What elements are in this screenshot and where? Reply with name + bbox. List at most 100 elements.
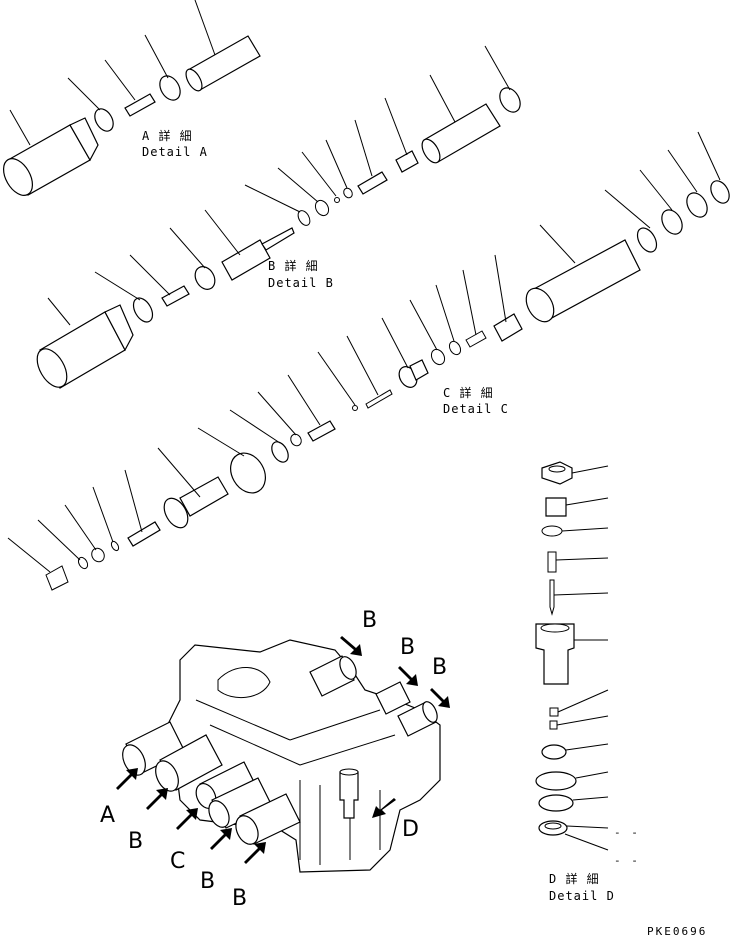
detail-c-collar [230, 452, 266, 494]
arrow-b-front-3 [244, 842, 266, 864]
detail-b-leader [429, 74, 456, 123]
detail-a-leader [67, 77, 101, 111]
detail-c-seal [110, 540, 120, 552]
detail-a-sleeve [185, 35, 261, 92]
detail-c-leader [667, 149, 698, 193]
detail-c-leader [409, 299, 438, 351]
detail-c-leader [37, 519, 81, 561]
drawing-code: PKE0696 [647, 925, 707, 938]
callout-d: D [402, 817, 419, 842]
detail-c-cap [290, 433, 302, 447]
detail-a-cap [2, 117, 99, 196]
detail-c-oring [271, 441, 289, 463]
detail-c-leader [92, 486, 114, 543]
detail-c-sleeve [493, 313, 523, 342]
dash-mark-1: - - [614, 826, 640, 839]
detail-c-leader [539, 224, 576, 264]
detail-c-leader [697, 131, 721, 181]
detail-d-spring [547, 551, 557, 573]
detail-b-leader [94, 271, 141, 301]
detail-a-oring [94, 108, 114, 132]
valve-cap-top-b1 [309, 655, 357, 697]
arrow-b-top-2 [398, 666, 418, 686]
arrow-b-front-1 [146, 788, 168, 810]
detail-c-oring-small [448, 340, 462, 356]
detail-b-leader [129, 254, 171, 296]
detail-c-pin [365, 389, 393, 409]
detail-d-backup-ring [538, 794, 574, 812]
detail-c-leader [317, 351, 356, 406]
detail-c-leader [64, 504, 97, 551]
detail-d-leader [572, 796, 609, 801]
detail-d-leader [575, 771, 609, 779]
detail-b-label-jp: B 詳 細 [268, 258, 319, 273]
detail-c-leader [604, 189, 651, 229]
detail-b-leader [301, 151, 337, 197]
detail-c-washer [77, 556, 89, 570]
detail-b-leader [277, 167, 319, 203]
detail-d-seat [549, 720, 558, 730]
detail-c-leader [157, 447, 201, 498]
detail-d-leader [571, 465, 609, 474]
detail-c-spring-3 [465, 330, 487, 348]
detail-c-leader [346, 335, 379, 396]
detail-c-leader [435, 284, 455, 342]
detail-c-leader [197, 427, 245, 457]
detail-d-leader [566, 825, 609, 829]
valve-cap-a [122, 721, 186, 776]
callout-b-front-3: B [232, 886, 247, 911]
dash-mark-2: - - [614, 854, 640, 867]
detail-b-cap [36, 304, 134, 389]
arrow-c [176, 808, 198, 830]
detail-c-oring-3 [710, 180, 730, 204]
detail-b-nut [194, 266, 216, 290]
detail-a-label-en: Detail A [142, 145, 208, 159]
detail-c-leader [639, 169, 673, 211]
detail-b-ball [334, 197, 340, 203]
detail-d-plug [549, 707, 559, 717]
detail-b-sleeve [421, 103, 501, 164]
detail-c-ball [352, 405, 358, 411]
detail-d-leader [561, 527, 609, 532]
detail-c-leader [494, 254, 507, 323]
detail-b-leader [384, 97, 408, 156]
callout-b-front-2: B [200, 869, 215, 894]
detail-b-leader [47, 297, 71, 326]
detail-b-leader [204, 209, 241, 256]
detail-c-leader [381, 317, 409, 369]
callout-b-top-3: B [432, 655, 447, 680]
arrow-a [116, 768, 138, 790]
callout-b-top-2: B [400, 635, 415, 660]
detail-c-oring-2 [661, 209, 683, 235]
detail-b-oring-small [297, 210, 311, 226]
detail-d-leader [555, 557, 609, 561]
detail-d-leader [565, 743, 609, 751]
detail-a-leader [9, 109, 31, 146]
valve-relief-d [339, 768, 359, 819]
detail-d-oring [541, 525, 563, 537]
detail-d-leader [556, 715, 609, 726]
detail-c-leader [124, 469, 143, 533]
detail-d-leader [553, 592, 609, 596]
detail-c-leader [287, 374, 321, 426]
detail-b-poppet [221, 227, 295, 281]
detail-d-leader [564, 833, 609, 851]
arrow-b-top-1 [340, 636, 362, 656]
valve-side-lines [299, 780, 381, 865]
detail-c-spring [127, 521, 161, 547]
detail-d-group: - - - - D 詳 細 Detail D [535, 461, 640, 903]
valve-cap-b3 [235, 793, 301, 845]
detail-c-leader [7, 537, 51, 573]
detail-c-label-jp: C 詳 細 [443, 385, 494, 400]
detail-c-leader [229, 409, 281, 444]
detail-d-ring [538, 820, 568, 836]
detail-c-nut [91, 547, 105, 563]
detail-b-group: B 詳 細 Detail B [36, 45, 521, 389]
valve-assembly: A B C B B B B B D [100, 608, 450, 911]
detail-a-label-jp: A 詳 細 [142, 128, 193, 143]
detail-b-leader [484, 45, 511, 91]
detail-b-spring [161, 285, 190, 307]
detail-a-group: A 詳 細 Detail A [2, 0, 261, 196]
